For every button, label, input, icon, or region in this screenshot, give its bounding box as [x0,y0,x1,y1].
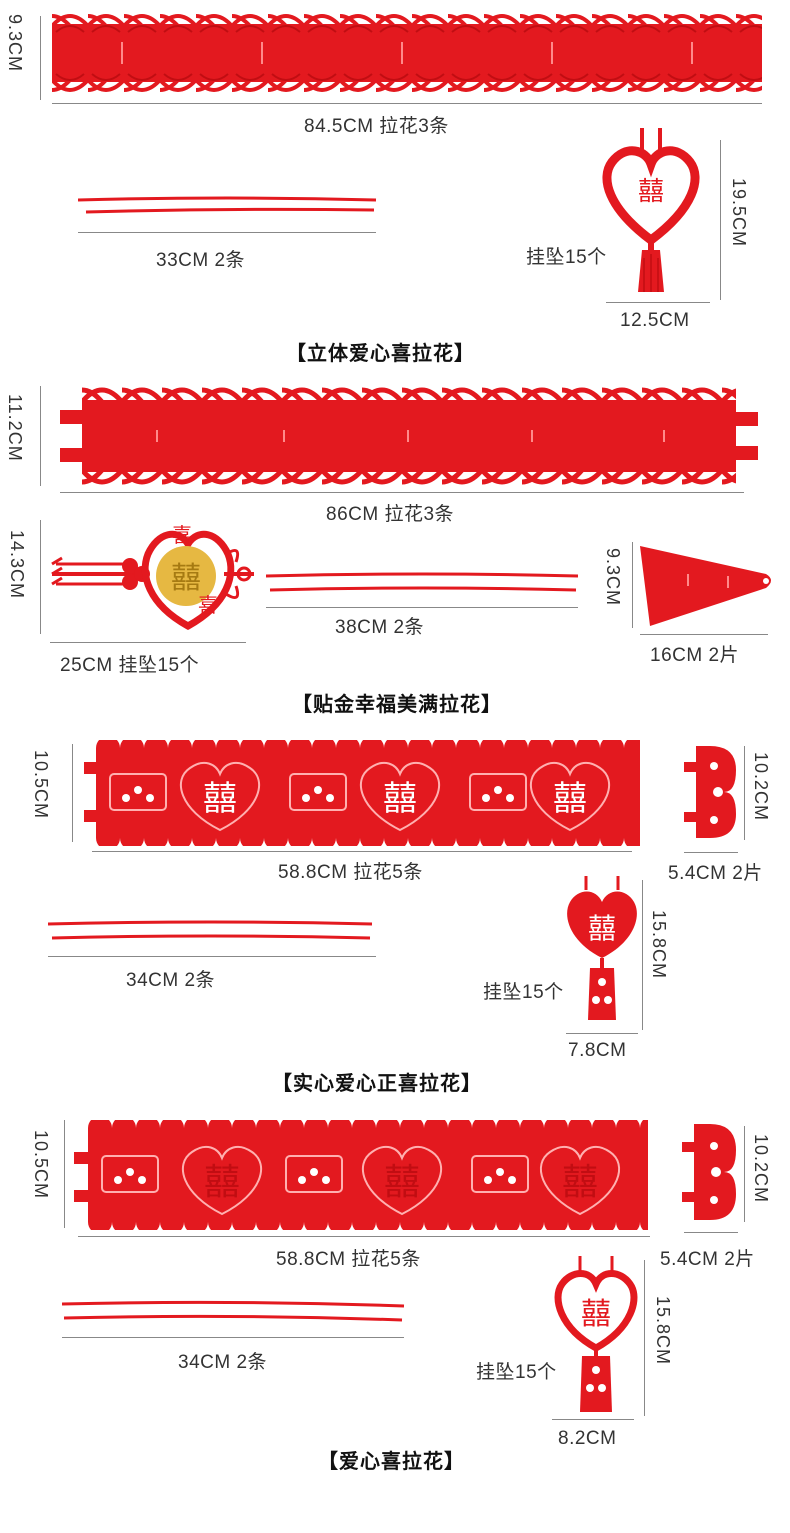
s2-pendant-label: 25CM 挂坠15个 [60,655,200,676]
svg-text:囍: 囍 [204,1162,240,1203]
s4-end-label: 5.4CM 2片 [660,1249,755,1270]
s3-end-height: 10.2CM [751,752,771,822]
svg-text:喜: 喜 [198,593,218,617]
s1-height-line [40,16,41,100]
s2-length-line [60,492,744,493]
s2-height-label: 11.2CM [5,394,25,462]
svg-text:囍: 囍 [588,912,616,945]
s3-heart-pendant: 囍 [567,876,637,1020]
s4-rope [62,1300,405,1322]
s3-end-height-line [744,746,745,840]
s2-rope [266,572,579,592]
s4-heart-pendant: 囍 [554,1256,638,1412]
s3-rope [48,920,373,940]
s3-end-label: 5.4CM 2片 [668,863,763,884]
s4-rope-label: 34CM 2条 [178,1352,268,1373]
svg-text:囍: 囍 [384,1162,420,1203]
s1-garland-strip [52,12,762,94]
s2-piece-height: 9.3CM [603,548,623,607]
s3-end-piece [684,746,736,838]
s2-pendant-height: 14.3CM [7,530,27,600]
svg-text:喜: 喜 [172,523,192,547]
s2-piece-width-line [640,634,768,635]
s3-end-width-line [684,852,738,853]
s4-rope-line [62,1337,404,1338]
svg-text:囍: 囍 [171,561,201,596]
s3-pendant-height-line [642,880,643,1030]
s4-pendant-height-line [644,1260,645,1416]
svg-text:囍: 囍 [553,779,587,819]
s3-height-line [72,744,73,842]
s3-pendant-height: 15.8CM [649,910,669,980]
s2-rope-line [266,607,578,608]
s2-rope-label: 38CM 2条 [335,617,425,638]
s2-gold-pendant: 囍 喜 喜 [51,523,254,630]
s1-pendant-width-line [606,302,710,303]
s3-rope-line [48,956,376,957]
s1-height-label: 9.3CM [5,14,25,73]
s2-garland-strip [60,382,758,490]
s1-pendant-height: 19.5CM [729,178,749,248]
s3-length-line [92,851,632,852]
s1-length-line [52,103,762,104]
s3-garland-strip: 囍 囍 囍 [84,740,640,846]
s4-height-label: 10.5CM [31,1130,51,1200]
s2-piece-label: 16CM 2片 [650,645,740,666]
s3-pendant-width: 7.8CM [568,1040,627,1061]
svg-text:囍: 囍 [581,1297,611,1332]
svg-text:囍: 囍 [638,177,664,207]
s2-piece-height-line [632,542,633,628]
s4-end-height: 10.2CM [751,1134,771,1204]
s4-length-line [78,1236,650,1237]
s3-rope-label: 34CM 2条 [126,970,216,991]
s1-pendant-label: 挂坠15个 [526,247,607,268]
s4-length-label: 58.8CM 拉花5条 [276,1249,421,1270]
s2-triangle-piece [640,546,771,626]
s2-height-line [40,386,41,486]
s1-pendant-width: 12.5CM [620,310,690,331]
s2-title: 【贴金幸福美满拉花】 [292,694,502,716]
s4-end-width-line [684,1232,738,1233]
s1-title: 【立体爱心喜拉花】 [286,343,475,365]
s4-end-piece [682,1124,736,1220]
s1-rope-label: 33CM 2条 [156,250,246,271]
s3-pendant-label: 挂坠15个 [483,982,564,1003]
s2-pendant-width-line [50,642,246,643]
s3-height-label: 10.5CM [31,750,51,820]
s2-pendant-height-line [40,520,41,634]
s4-title: 【爱心喜拉花】 [318,1451,465,1473]
s1-pendant-height-line [720,140,721,300]
s1-rope-line [78,232,376,233]
s4-pendant-label: 挂坠15个 [476,1362,557,1383]
s3-title: 【实心爱心正喜拉花】 [272,1073,482,1095]
svg-text:囍: 囍 [562,1162,598,1203]
s1-length-label: 84.5CM 拉花3条 [304,116,449,137]
s4-pendant-height: 15.8CM [653,1296,673,1366]
s3-length-label: 58.8CM 拉花5条 [278,862,423,883]
s4-garland-strip: 囍 囍 囍 [74,1120,648,1230]
s4-pendant-width: 8.2CM [558,1428,617,1449]
s2-length-label: 86CM 拉花3条 [326,504,455,525]
svg-text:囍: 囍 [203,779,237,819]
s4-end-height-line [744,1126,745,1222]
s3-pendant-width-line [566,1033,638,1034]
s4-pendant-width-line [552,1419,634,1420]
s1-heart-pendant: 囍 [602,128,700,292]
svg-text:囍: 囍 [383,779,417,819]
s1-rope [78,196,377,214]
s4-height-line [64,1120,65,1228]
